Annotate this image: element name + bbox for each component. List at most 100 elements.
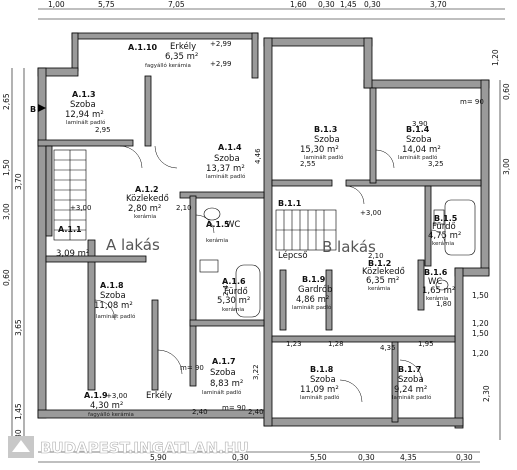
wall-b19-right [325,269,333,331]
room-area: 2,80 m² [128,204,161,214]
room-id: B.1.1 [278,199,302,208]
dim-left: 3,65 [14,319,23,336]
room-id: B.1.3 [314,125,337,134]
room-floor: kerámia [368,285,390,292]
dim-bottom: 5,50 [310,453,327,462]
dim-bottom: 0,30 [358,453,375,462]
room-floor: laminált padló [292,304,332,311]
dim-left: 3,70 [14,173,23,190]
room-labels: A.1.10 Erkély 6,35 m² fagyálló kerámia A… [56,41,461,418]
left-dimensions: 2,65 1,50 3,70 3,00 0,60 3,65 1,45 0,30 [2,93,23,446]
wall-bottom-b [263,417,464,427]
dim-inner: 2,40 [192,408,208,416]
dim-bottom: 5,90 [150,453,167,462]
right-dimensions: 1,20 0,60 3,00 1,50 1,20 1,50 1,20 2,30 [472,49,511,402]
wall-left [37,67,47,419]
wall-top-b14 [363,79,490,89]
bathtub-b [444,199,476,256]
room-id: A.1.5 [206,220,230,229]
wall-b13-b14 [369,87,377,184]
dim-top: 1,60 [290,0,307,9]
dim-left: 2,65 [2,93,11,110]
wc-bowl-a [203,207,221,221]
dim-inner: 3,22 [252,364,260,380]
wall-a18-right [87,239,96,391]
room-name: Szoba [398,375,424,385]
dim-bottom: 0,30 [456,453,473,462]
room-id: A.1.1 [58,225,82,234]
wall-right-upper [480,79,490,276]
dim-inner: 3,25 [428,160,444,168]
dim-bottom: 4,35 [400,453,417,462]
level-mark: +2,99 [210,40,231,48]
room-area: 15,30 m² [300,145,339,155]
room-area: 4,86 m² [296,295,329,305]
wall-a14-bottom [179,191,265,199]
dim-top: 0,30 [364,0,381,9]
wall-b19-left [279,269,287,331]
room-area: 6,35 m² [165,52,198,62]
room-name: WC [226,220,240,230]
dim-inner: 4,35 [380,344,396,352]
watermark: BUDAPEST.INGATLAN.HU [8,436,249,458]
wall-balcony-left [71,32,79,72]
room-id: A.1.10 [128,43,158,52]
room-name: Szoba [70,100,96,110]
staircase-a [53,149,87,241]
room-area: 9,24 m² [394,385,427,395]
wall-a13-a14 [144,75,152,147]
dim-right: 1,50 [472,329,489,338]
flat-label-a: A lakás [106,236,160,254]
room-floor: laminált padló [304,154,344,161]
house-icon [12,440,30,452]
room-area: 8,83 m² [210,379,243,389]
wall-stair-left [45,145,53,237]
watermark-text: BUDAPEST.INGATLAN.HU [40,439,249,457]
staircase-b [275,209,337,251]
wall-b18-top [271,335,456,343]
level-mark: +3,00 [106,392,127,400]
top-dimensions: 1,00 5,75 7,05 1,60 0,30 1,45 0,30 3,70 [48,0,447,9]
dim-top: 0,30 [318,0,335,9]
wall-b17-b18 [391,341,399,423]
room-area: 5,30 m² [217,296,250,306]
room-id: A.1.7 [212,357,236,366]
room-id: B.1.8 [310,365,334,374]
walls [37,32,490,429]
room-area: 11,08 m² [94,301,133,311]
room-id: B.1.9 [302,275,326,284]
wall-b13-bottom-b [345,179,482,187]
wall-balcony-right [251,32,259,79]
dim-inner: 1,23 [286,340,302,348]
room-floor: kerámia [222,306,244,313]
room-id: A.1.4 [218,143,242,152]
wall-a18-top [45,255,147,263]
wall-b13-bottom-a [271,179,333,187]
room-floor: fagyálló kerámia [88,411,134,418]
level-mark: +3,00 [360,209,381,217]
section-label: B [30,105,36,114]
room-id: B.1.5 [434,214,458,223]
level-marks: +3,00 +3,00 +2,99 +3,00 +2,99 m= 90 m= 9… [70,40,484,412]
dim-inner: 2,10 [176,204,192,212]
room-name: Szoba [406,135,432,145]
room-name: Szoba [100,291,126,301]
dim-inner: 1,28 [328,340,344,348]
wall-top-b13 [263,37,373,47]
wall-right-lower [454,267,464,429]
dim-left: 0,60 [2,269,11,286]
section-marker: B [30,104,46,114]
wc-bowl-b [435,279,449,291]
wall-a17-left [151,299,159,391]
room-name: Fürdő [224,287,248,297]
room-area: 1,65 m² [422,286,455,296]
room-name: Közlekedő [362,267,405,277]
dim-inner: 4,46 [254,148,262,164]
room-floor: laminált padló [398,154,438,161]
room-name: Lépcső [278,250,308,261]
room-name: Erkély [170,41,196,52]
inner-dimensions: 2,95 3,90 2,55 3,25 2,10 1,23 1,28 1,95 … [95,120,452,416]
room-area: 6,35 m² [366,276,399,286]
room-area: 13,37 m² [206,164,245,174]
room-id: B.1.7 [398,365,421,374]
